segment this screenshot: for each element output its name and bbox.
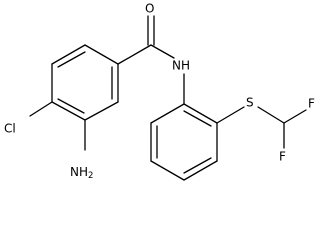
fluorine-top-label: F xyxy=(308,97,315,111)
bond xyxy=(150,160,185,181)
amino-h-text: H xyxy=(79,165,88,179)
bond xyxy=(183,160,218,181)
molecule-drawing: O NH Cl NH2 S F F xyxy=(4,2,315,181)
bond xyxy=(51,44,86,65)
bond xyxy=(150,44,175,59)
oxygen-label: O xyxy=(145,2,154,16)
amino-h: N xyxy=(70,165,79,179)
structure-canvas: O NH Cl NH2 S F F xyxy=(4,2,315,181)
double-bond-inner xyxy=(57,98,85,114)
bond xyxy=(51,101,86,121)
bond xyxy=(84,44,119,65)
bond xyxy=(150,103,185,124)
difluoromethylthio-substituent: S F F xyxy=(216,96,315,164)
left-ring xyxy=(51,44,119,121)
bond xyxy=(84,101,119,121)
chlorine-label: Cl xyxy=(4,122,16,136)
bond xyxy=(283,109,307,124)
bond xyxy=(117,44,152,65)
fluorine-bottom-label: F xyxy=(279,150,286,164)
chloro-substituent: Cl xyxy=(4,101,53,136)
amino-substituent: NH2 xyxy=(70,119,93,181)
right-ring xyxy=(150,103,218,181)
sulfur-label: S xyxy=(246,96,254,110)
double-bond-inner xyxy=(183,110,212,127)
amino-subscript: 2 xyxy=(88,171,93,181)
nh-label: NH xyxy=(172,59,190,73)
bond xyxy=(257,106,285,124)
double-bond-inner xyxy=(183,157,212,174)
amide-group: O NH xyxy=(117,2,190,105)
bond xyxy=(29,101,53,117)
bond xyxy=(216,106,245,124)
double-bond-inner xyxy=(57,51,86,68)
amino-label: NH2 xyxy=(70,165,93,181)
bond xyxy=(183,103,218,124)
